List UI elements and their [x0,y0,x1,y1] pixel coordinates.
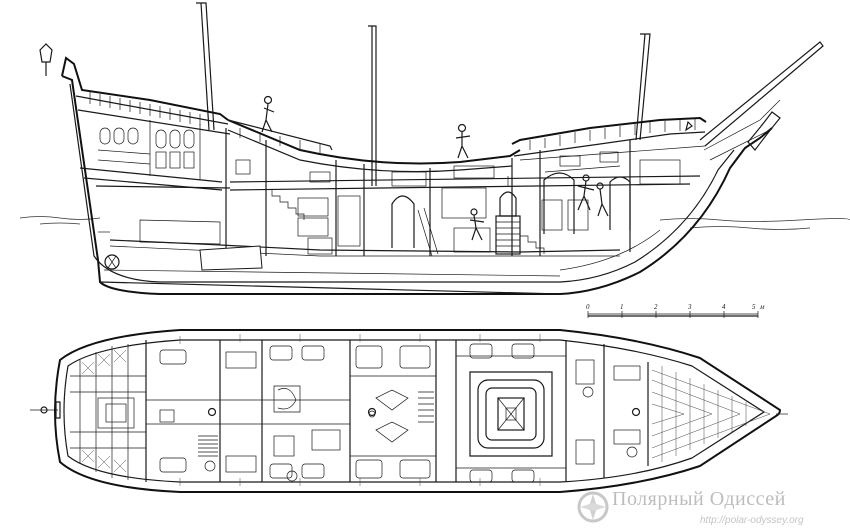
scale-tick-0: 0 [586,303,590,311]
crew-figures [261,95,609,241]
scale-tick-1: 1 [620,303,624,311]
scale-tick-2: 2 [654,303,658,311]
crew-figure-midship [455,123,471,159]
crew-figure-fore [596,182,609,217]
scale-tick-4: 4 [722,303,726,311]
scale-tick-5: 5 [752,303,756,311]
cargo-hatch [469,371,553,457]
crew-figure-galley [469,208,485,241]
rudder [104,254,120,270]
watermark-url[interactable]: http://polar-odyssey.org [700,515,804,526]
deck-plan-hull [54,329,782,493]
plan-cabins [159,343,641,483]
compass-logo-icon [577,491,609,523]
crew-figure-forecastle [577,174,595,211]
bow-ornament [747,111,781,151]
hull-outline [61,75,773,295]
scale-tick-3: 3 [687,303,692,311]
watermark-title: Полярный Одиссей [612,488,786,510]
side-elevation [19,2,850,295]
plan-stairs [198,385,434,457]
crew-figure-stern [261,95,275,133]
deck-plan [30,329,788,493]
watermark: Полярный Одиссей http://polar-odyssey.or… [572,486,850,531]
stern-cabin-grid [70,344,146,480]
stern-lantern [39,43,53,76]
companion-stairs [271,190,545,257]
scale-unit: м [759,303,765,311]
masts [196,2,651,186]
bowsprit [699,41,824,161]
waterline [19,216,850,230]
stern-cabin-windows [97,120,201,180]
scale-bar: 0 1 2 3 4 5 м [586,303,765,318]
galley-stove [495,176,521,255]
